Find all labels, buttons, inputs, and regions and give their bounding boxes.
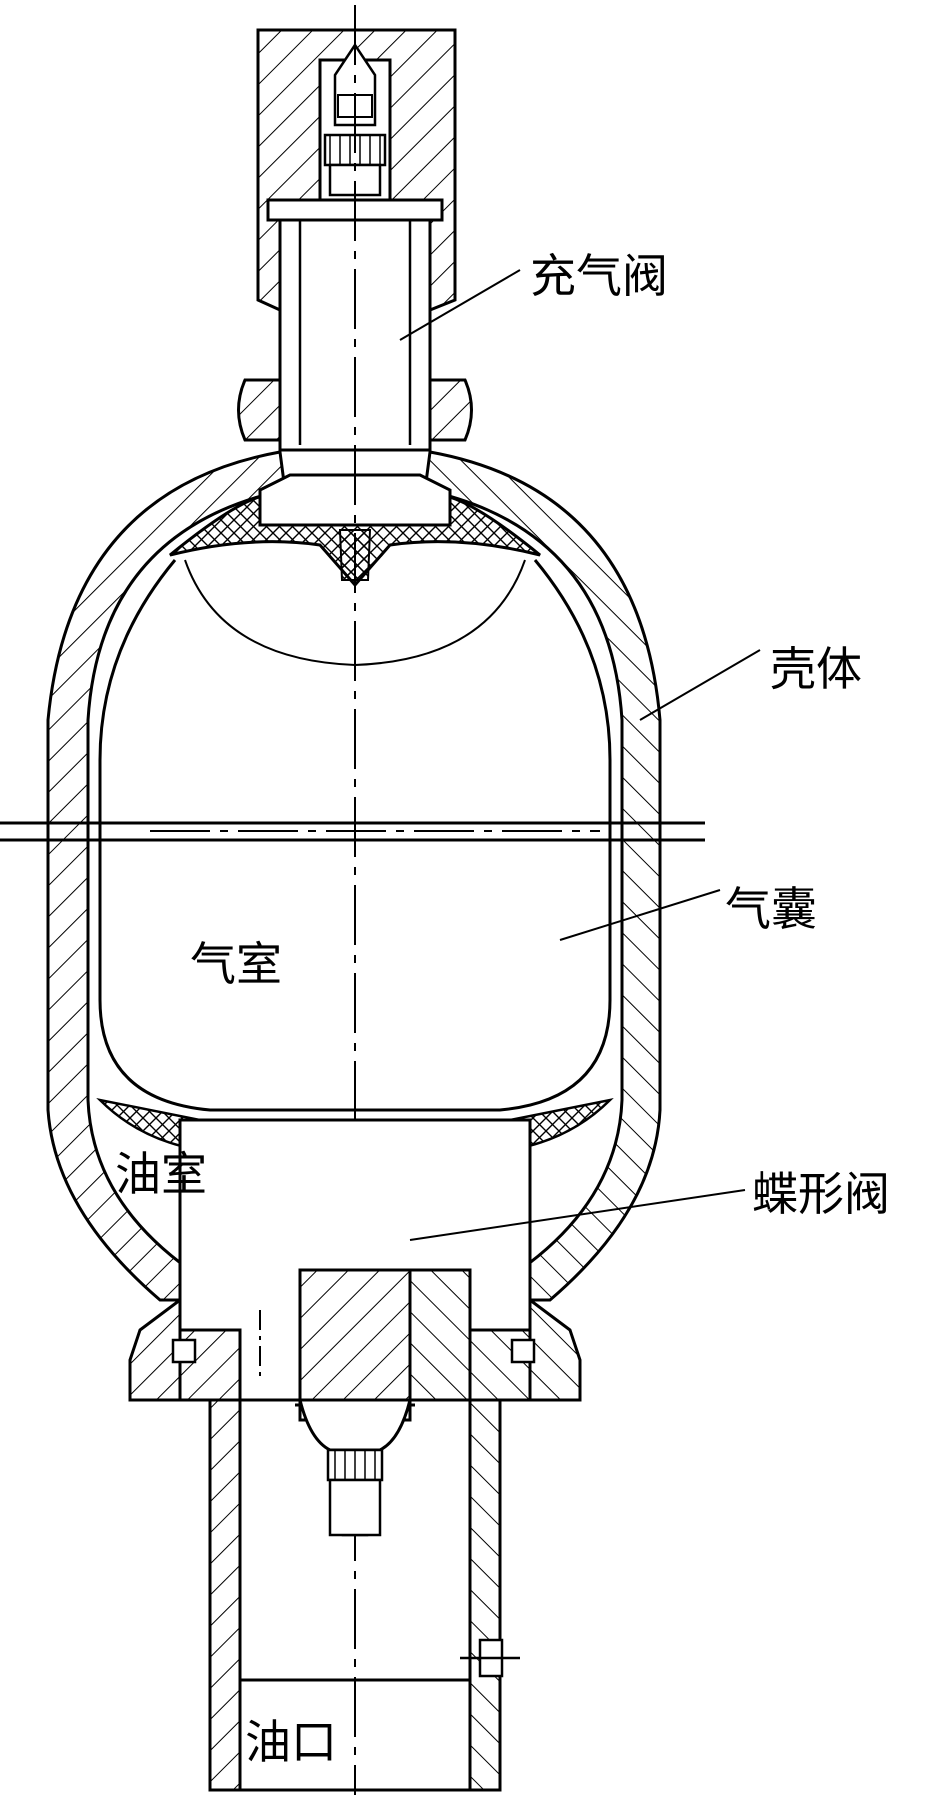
break-line bbox=[0, 821, 705, 842]
label-shell: 壳体 bbox=[770, 642, 862, 696]
oil-port-tube bbox=[208, 1398, 520, 1792]
label-gas-chamber: 气室 bbox=[190, 937, 282, 991]
label-bladder: 气囊 bbox=[725, 882, 817, 936]
label-oil-port: 油口 bbox=[245, 1715, 337, 1769]
label-oil-chamber: 油室 bbox=[115, 1147, 207, 1201]
leader-lines bbox=[399, 269, 761, 1241]
label-poppet-valve: 蝶形阀 bbox=[752, 1167, 890, 1221]
bolt bbox=[326, 1448, 384, 1537]
port-body bbox=[128, 1118, 582, 1452]
label-charge-valve: 充气阀 bbox=[530, 249, 668, 303]
lock-nut bbox=[237, 378, 473, 442]
shell bbox=[46, 450, 662, 1302]
